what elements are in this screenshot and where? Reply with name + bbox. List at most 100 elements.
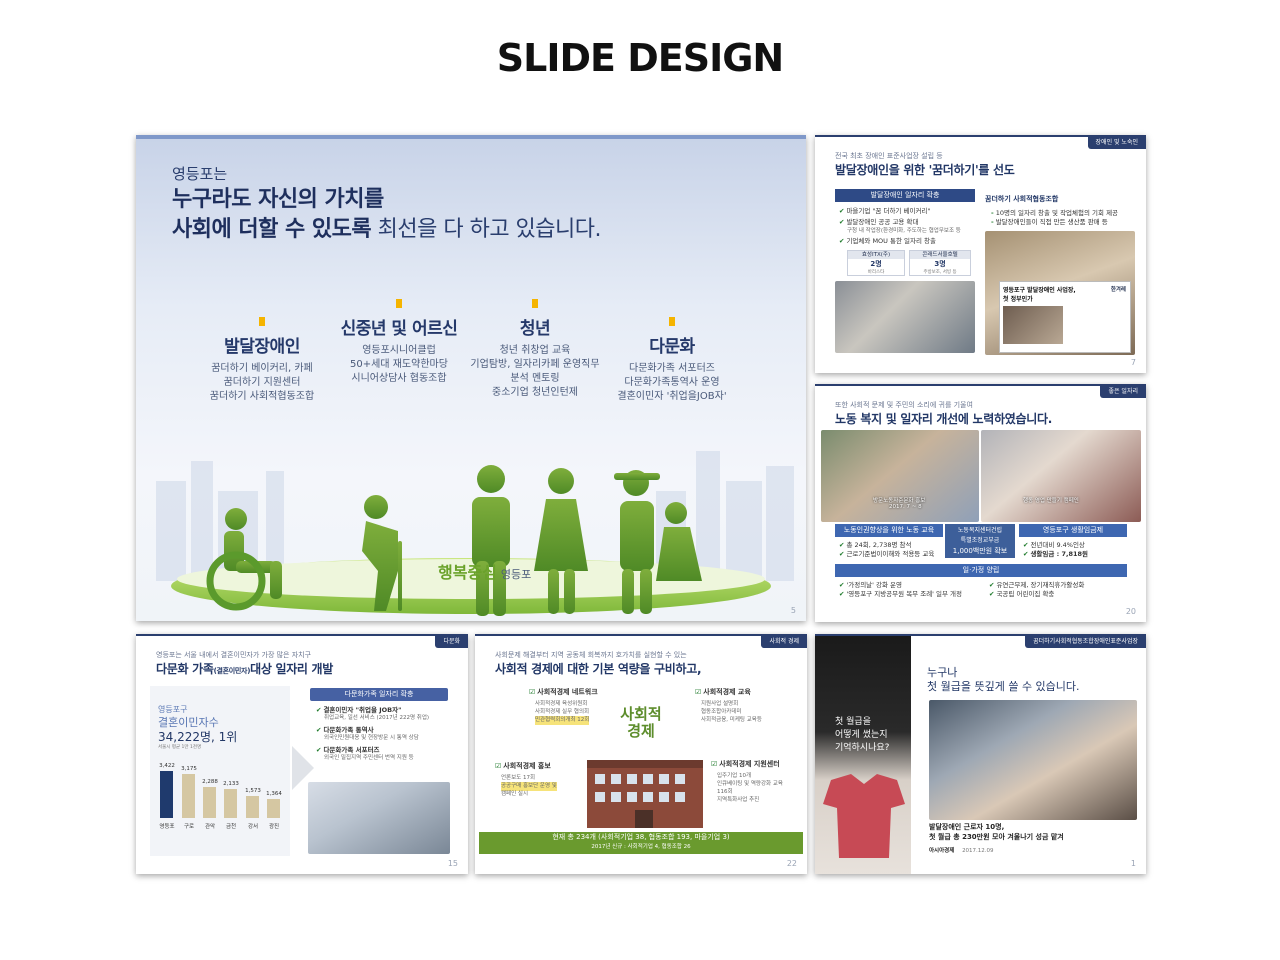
campaign-photo-left <box>821 430 979 522</box>
slide-title: 노동 복지 및 일자리 개선에 노력하였습니다. <box>835 412 1052 426</box>
bar-value-label: 2,288 <box>202 779 218 785</box>
category-line: 50+세대 재도약한마당 <box>350 359 448 370</box>
category-line: 분석 멘토링 <box>510 373 560 384</box>
group-title: ☑사회적경제 네트워크 <box>529 688 598 696</box>
list-item: ✔국공립 어린이집 확충 <box>989 590 1055 598</box>
group-item: 사회적금융, 미케팅 교육등 <box>701 717 762 723</box>
list-note: 구청 내 작업장(환경미화, 주도하는 협업무보조 등 <box>847 228 961 234</box>
photo-caption-left: 방문노동자준문화 홍보 <box>873 498 926 504</box>
category-name: 다문화 <box>649 337 695 357</box>
bakery-photo <box>835 281 975 353</box>
bar-영등포 <box>160 771 173 818</box>
category-line: 꿈더하기 베이커리, 카페 <box>211 363 313 374</box>
page-number: 20 <box>1125 607 1136 616</box>
right-headline: 누구나 첫 월급을 뜻깊게 쓸 수 있습니다. <box>927 666 1080 693</box>
news-clipping: 영등포구 발달장애인 사업장, 첫 정부인가 한겨레 <box>999 281 1131 353</box>
slide-title: 발달장애인을 위한 '꿈더하기'를 선도 <box>835 163 1015 177</box>
section-tag: 장애인 및 노숙인 <box>1087 137 1146 149</box>
people-illustration <box>156 451 794 616</box>
right-header: 꿈더하기 사회적협동조합 <box>985 195 1059 203</box>
slide-social-economy: 사회적 경제 사회문제 해결부터 지역 공동체 회복까지 호가치를 실현할 수 … <box>475 634 807 874</box>
group-title: ☑사회적경제 교육 <box>695 688 751 696</box>
news-source: 아시아경제 2017.12.09 <box>929 848 994 854</box>
category-marker <box>396 299 402 308</box>
bar-강서 <box>246 796 259 818</box>
bar-category-label: 관악 <box>204 824 216 830</box>
list-item: ✔전년대비 9.4%인상 <box>1023 541 1085 549</box>
main-kicker: 영등포는 <box>172 165 228 183</box>
center-word: 사회적 경제 <box>620 705 662 740</box>
bar-category-label: 금천 <box>225 824 237 830</box>
list-note: 외국인민원대응 및 현장방문 시 통역 상담 <box>324 735 419 741</box>
bar-category-label: 영등포 <box>159 824 175 830</box>
category-line: 결혼이민자 '취업을JOB자' <box>617 391 727 402</box>
group-item: 지역특화사업 추진 <box>717 797 760 803</box>
section-tag: 꿈더하기사회적협동조합장애인표준사업장 <box>1025 636 1146 648</box>
list-item: ✔근로기준법이이해와 적용등 교육 <box>839 550 935 558</box>
list-item: ✔마을기업 "꿈 더하기 베이커리" <box>839 207 931 215</box>
category-line: 기업탐방, 일자리카페 운영직무 <box>470 359 600 370</box>
stat-note: 서울시 평균 1만 1천명 <box>158 745 202 750</box>
list-item: ✔기업체와 MOU 통한 일자리 창출 <box>839 237 936 245</box>
category-line: 중소기업 청년인턴제 <box>492 387 578 398</box>
category-youth: 청년 청년 취창업 교육 기업탐방, 일자리카페 운영직무 분석 멘토링 중소기… <box>455 299 615 400</box>
slide-developmental-jobs: 장애인 및 노숙인 전국 최초 장애인 표준사업장 설립 등 발달장애인을 위한… <box>815 135 1146 373</box>
slide-subtitle: 전국 최초 장애인 표준사업장 설립 등 <box>835 152 943 160</box>
bar-금천 <box>224 789 237 818</box>
photo-caption-right: 행동 영업 만들기 캠페인 <box>1023 498 1079 504</box>
partner-box: 효성ITX(주) 2명 바리스타 <box>847 250 905 276</box>
main-headline: 누구라도 자신의 가치를 사회에 더할 수 있도록 최선을 다 하고 있습니다. <box>172 185 602 245</box>
left-question: 첫 월급을 어떻게 썼는지 기억하시나요? <box>835 717 890 753</box>
figures <box>206 465 702 616</box>
category-line: 다문화가족통역사 운영 <box>624 377 720 388</box>
category-name: 청년 <box>519 319 551 339</box>
photo-caption-date: 2017. 7 ~ 8 <box>889 504 922 510</box>
red-undershirt-image <box>823 774 905 858</box>
category-marker <box>259 317 265 326</box>
right-header: 다문화가족 일자리 확충 <box>310 688 448 701</box>
bar-구로 <box>182 774 195 818</box>
category-marker <box>669 317 675 326</box>
category-developmental-disability: 발달장애인 꿈더하기 베이커리, 카페 꿈더하기 지원센터 꿈더하기 사회적협동… <box>182 317 342 404</box>
category-line: 영등포시니어클럽 <box>362 345 436 356</box>
slide-title: 사회적 경제에 대한 기본 역량을 구비하고, <box>495 662 702 676</box>
stat-panel <box>150 686 290 856</box>
bar-value-label: 2,133 <box>223 781 239 787</box>
page-number: 22 <box>786 859 797 868</box>
group-title: ☑사회적경제 지원센터 <box>711 760 780 768</box>
category-line: 다문화가족 서포터즈 <box>629 363 715 374</box>
group-item: 116회 <box>717 789 733 795</box>
list-item: ✔다문화가족 서포터즈 <box>316 746 380 754</box>
bar-category-label: 구로 <box>183 824 195 830</box>
center-building <box>587 760 703 828</box>
page-title: SLIDE DESIGN <box>496 36 784 80</box>
donation-photo <box>929 700 1137 820</box>
category-name: 신중년 및 어르신 <box>340 319 458 339</box>
bar-광진 <box>267 799 280 818</box>
category-line: 꿈더하기 지원센터 <box>223 377 301 388</box>
slide-subtitle: 영등포는 서울 내에서 결혼이민자가 가장 많은 자치구 <box>156 651 312 659</box>
main-headline-line1: 누구라도 자신의 가치를 <box>172 187 384 212</box>
bar-value-label: 3,422 <box>159 763 175 769</box>
total-banner: 현재 총 234개 (사회적기업 38, 협동조합 193, 마을기업 3) 2… <box>479 832 803 854</box>
group-item: 사회적경제 육성위원회 <box>535 701 588 707</box>
group-item: 인큐베이팅 및 역량강화 교육 <box>717 781 783 787</box>
section-tag: 다문화 <box>435 636 468 648</box>
living-wage-header: 영등포구 생활임금제 <box>1019 524 1127 537</box>
bar-category-label: 광진 <box>268 824 280 830</box>
ring-inner <box>177 559 765 599</box>
group-item: 캠페인 실시 <box>501 791 529 797</box>
page-number: 1 <box>1130 859 1136 868</box>
bar-value-label: 3,175 <box>181 766 197 772</box>
bar-value-label: 1,573 <box>245 788 261 794</box>
education-header: 노동인권향상을 위한 노동 교육 <box>835 524 943 537</box>
slide-labor-welfare: 좋은 일자리 또한 사회적 문제 및 주민의 소리에 귀를 기울여 노동 복지 … <box>815 384 1146 622</box>
left-header: 발달장애인 일자리 확충 <box>835 189 975 202</box>
category-seniors: 신중년 및 어르신 영등포시니어클럽 50+세대 재도약한마당 시니어상담사 협… <box>319 299 479 386</box>
list-note: 외국인 밀집지역 주민센터 번역 지원 등 <box>324 755 414 761</box>
group-item: 공공구매 홍보단 운영 및 <box>501 782 557 791</box>
photo-caption: 발달장애인 근로자 10명, 첫 월급 총 230만원 모아 겨울나기 성금 맡… <box>929 823 1064 841</box>
group-item: 민관협력회의개최 12회 <box>535 716 590 725</box>
